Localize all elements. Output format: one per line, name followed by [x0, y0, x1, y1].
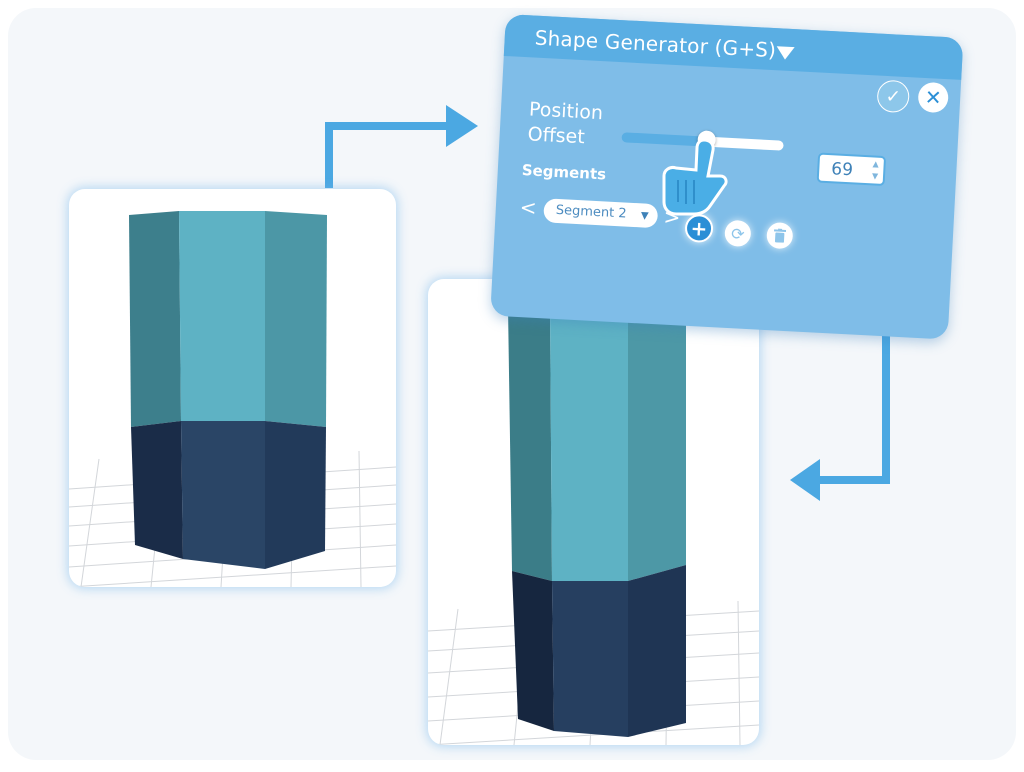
check-icon: ✓ [885, 85, 902, 108]
segment-select[interactable]: Segment 2 ▼ [543, 198, 659, 229]
segments-label: Segments [521, 161, 607, 184]
refresh-icon: ⟳ [730, 223, 746, 244]
arrow-to-panel [325, 122, 448, 188]
increment-icon[interactable]: ▲ [872, 159, 879, 169]
segment-select-value: Segment 2 [555, 202, 627, 222]
octagonal-prism-before [129, 211, 327, 569]
preview-after-viewport [428, 305, 759, 745]
close-icon: ✕ [924, 85, 943, 110]
delete-segment-button[interactable] [766, 221, 794, 250]
position-offset-input[interactable]: 69 ▲ ▼ [816, 152, 887, 187]
add-segment-button[interactable]: + [684, 213, 714, 244]
decrement-icon[interactable]: ▼ [871, 171, 879, 181]
chevron-down-icon: ▼ [640, 210, 649, 222]
preview-before-viewport [69, 211, 396, 587]
arrow-to-panel-head [446, 105, 478, 147]
close-button[interactable]: ✕ [917, 81, 949, 114]
octagonal-prism-after [508, 305, 686, 737]
arrow-to-result-head [790, 459, 820, 501]
position-offset-value: 69 [830, 159, 854, 181]
previous-segment-button[interactable]: < [519, 195, 538, 220]
confirm-button[interactable]: ✓ [876, 79, 911, 114]
shape-generator-panel: Shape Generator (G+S) ✓ ✕ Position Offse… [490, 14, 964, 340]
preview-before-card [69, 189, 396, 587]
arrow-to-result [818, 312, 890, 484]
trash-icon [773, 228, 787, 243]
refresh-button[interactable]: ⟳ [724, 219, 752, 248]
caret-down-icon[interactable] [776, 46, 795, 61]
position-offset-label: Position Offset [527, 98, 604, 149]
hand-pointer-icon [662, 138, 728, 216]
plus-icon: + [690, 215, 709, 241]
preview-after-card [428, 279, 759, 745]
